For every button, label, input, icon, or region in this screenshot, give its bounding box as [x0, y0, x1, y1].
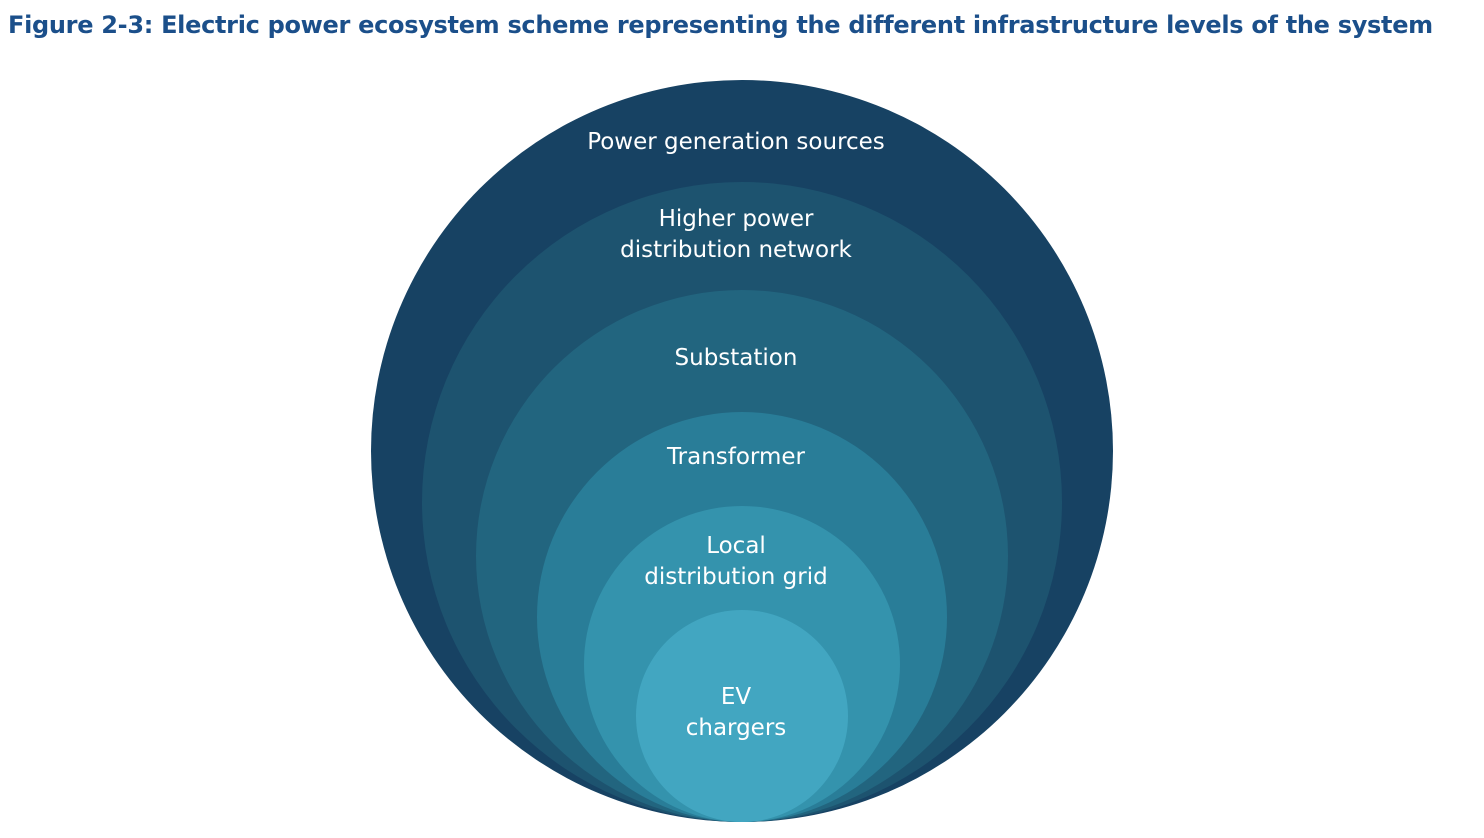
label-transformer: Transformer	[436, 442, 1036, 473]
figure-title: Figure 2-3: Electric power ecosystem sch…	[8, 11, 1433, 39]
label-ev-chargers: EV chargers	[436, 682, 1036, 744]
label-line: Substation	[674, 345, 798, 371]
label-line: Transformer	[666, 444, 805, 470]
label-line: Local	[706, 533, 766, 559]
label-line: EV	[720, 684, 752, 710]
label-line: distribution grid	[644, 564, 828, 590]
label-line: Power generation sources	[587, 129, 885, 155]
label-higher-power-distribution-network: Higher power distribution network	[436, 204, 1036, 266]
label-substation: Substation	[436, 343, 1036, 374]
ev-chargers-circle	[636, 610, 848, 822]
label-line: Higher power	[658, 206, 814, 232]
label-line: chargers	[685, 715, 787, 741]
label-power-generation-sources: Power generation sources	[436, 127, 1036, 158]
label-local-distribution-grid: Local distribution grid	[436, 531, 1036, 593]
label-line: distribution network	[620, 237, 852, 263]
